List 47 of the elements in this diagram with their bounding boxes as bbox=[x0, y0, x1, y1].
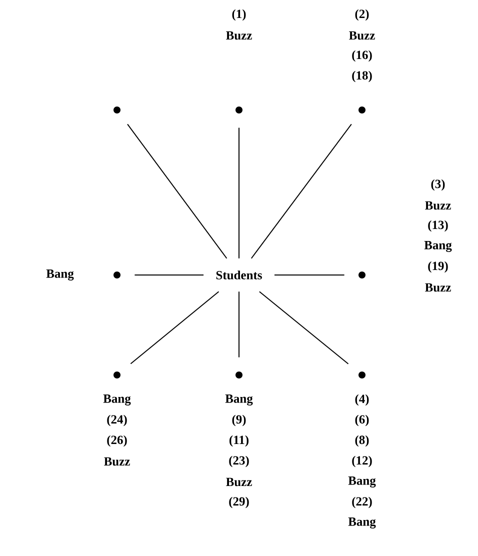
event-label: (19) bbox=[428, 261, 448, 273]
dot bbox=[358, 372, 366, 378]
connector-line bbox=[130, 291, 220, 364]
event-label: (13) bbox=[428, 220, 448, 232]
event-label: Buzz bbox=[226, 478, 252, 486]
event-label: (16) bbox=[352, 50, 372, 62]
dot bbox=[114, 372, 120, 378]
dot bbox=[114, 106, 120, 114]
event-label: (1) bbox=[232, 9, 246, 21]
event-label: Buzz bbox=[104, 457, 130, 466]
dot bbox=[358, 272, 366, 278]
connector-line bbox=[250, 124, 352, 259]
event-label: (29) bbox=[229, 496, 249, 508]
event-label: (12) bbox=[352, 456, 372, 468]
dot bbox=[114, 272, 120, 278]
event-label: Buzz bbox=[226, 31, 252, 40]
event-label: Buzz bbox=[425, 201, 451, 210]
event-label: (24) bbox=[107, 414, 127, 426]
event-label: Bang bbox=[424, 241, 452, 252]
event-label: (6) bbox=[355, 414, 369, 426]
event-label: (18) bbox=[352, 70, 372, 82]
connector-line bbox=[238, 291, 240, 358]
event-label: Bang bbox=[348, 476, 376, 488]
event-label: Bang bbox=[103, 394, 131, 406]
connector-line bbox=[134, 274, 204, 276]
dot bbox=[236, 106, 242, 114]
event-label: Buzz bbox=[349, 31, 375, 40]
connector-line bbox=[127, 124, 228, 259]
event-label: Bang bbox=[225, 394, 253, 406]
dot bbox=[358, 106, 366, 114]
event-label: Bang bbox=[46, 270, 74, 280]
connector-line bbox=[258, 291, 349, 364]
event-label: (9) bbox=[232, 414, 246, 426]
event-label: (4) bbox=[355, 394, 369, 406]
connector-line bbox=[238, 127, 240, 259]
dot bbox=[236, 372, 242, 378]
connector-line bbox=[274, 274, 345, 276]
event-label: Buzz bbox=[425, 283, 451, 292]
event-label: (8) bbox=[355, 435, 369, 447]
event-label: (23) bbox=[229, 456, 249, 468]
event-label: (22) bbox=[352, 496, 372, 508]
center-label: Students bbox=[216, 270, 262, 280]
event-label: Bang bbox=[348, 518, 376, 528]
event-label: (26) bbox=[107, 435, 127, 447]
event-label: (2) bbox=[355, 9, 369, 21]
event-label: (11) bbox=[229, 435, 248, 447]
event-label: (3) bbox=[431, 179, 445, 191]
